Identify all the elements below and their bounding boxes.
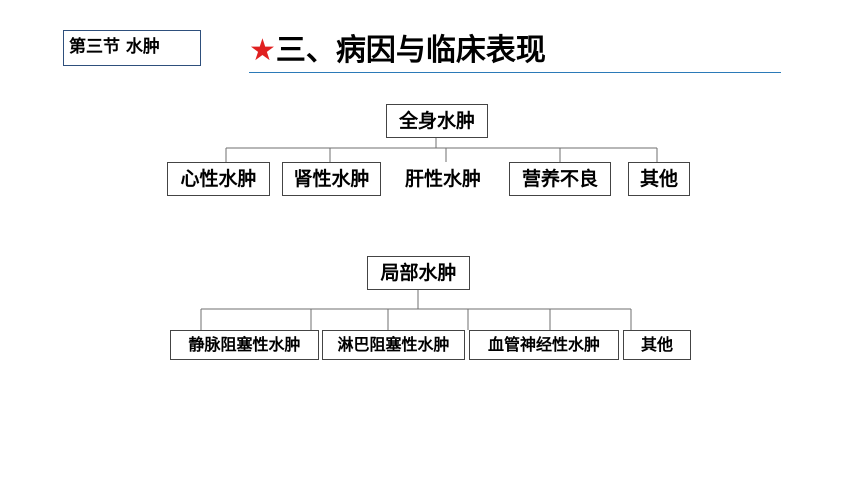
section-label: 第三节 水肿 [63,30,201,66]
node-angioneurotic-edema: 血管神经性水肿 [469,330,619,360]
node-lymphatic-obstruction-edema: 淋巴阻塞性水肿 [322,330,465,360]
node-hepatic-edema: 肝性水肿 [404,168,481,190]
page-title-text: 三、病因与临床表现 [275,33,546,68]
node-cardiac-edema: 心性水肿 [167,162,270,196]
node-other-systemic: 其他 [628,162,690,196]
node-venous-obstruction-edema: 静脉阻塞性水肿 [170,330,319,360]
root-node-systemic-edema: 全身水肿 [386,104,488,138]
node-renal-edema: 肾性水肿 [282,162,381,196]
star-icon: ★ [249,33,276,68]
node-malnutrition-edema: 营养不良 [509,162,611,196]
page-title: ★三、病因与临床表现 [249,30,546,72]
root-node-local-edema: 局部水肿 [367,256,470,290]
title-underline [249,72,781,73]
node-other-local: 其他 [623,330,691,360]
